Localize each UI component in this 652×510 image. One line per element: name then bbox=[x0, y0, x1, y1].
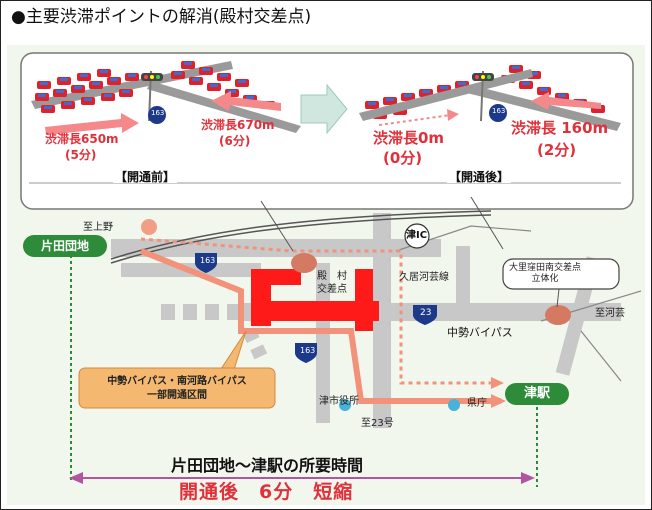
label-pref-office: 県庁 bbox=[467, 398, 487, 409]
car-window bbox=[522, 82, 530, 85]
label-tsu-ic: 津IC bbox=[406, 230, 428, 241]
car-window bbox=[228, 90, 236, 93]
after-road-scene bbox=[359, 69, 621, 131]
route-shield-after-label: 163 bbox=[492, 107, 506, 115]
shield-23 bbox=[413, 305, 437, 325]
queue-arrow-right-after bbox=[531, 92, 601, 110]
car-window bbox=[84, 98, 92, 101]
car-window bbox=[80, 74, 88, 77]
label-ohsato: 大里窪田南交差点 立体化 bbox=[509, 263, 582, 285]
travel-time-title: 片田団地～津駅の所要時間 bbox=[171, 456, 364, 475]
after-right-queue-time: (2分) bbox=[537, 141, 577, 159]
after-left-queue-time: (0分) bbox=[383, 149, 423, 167]
shield-163-south bbox=[295, 343, 317, 363]
label-tonomura: 殿 村 交差点 bbox=[317, 271, 347, 295]
car-window bbox=[104, 94, 112, 97]
shield-163-north-label: 163 bbox=[200, 256, 216, 265]
route-new bbox=[139, 248, 501, 404]
car-window bbox=[422, 90, 430, 93]
route-shield-before bbox=[148, 106, 166, 124]
pref-office-marker bbox=[448, 399, 460, 411]
car-window bbox=[92, 82, 100, 85]
car-window bbox=[40, 82, 48, 85]
transition-arrow bbox=[300, 83, 348, 135]
tsu-ic-marker bbox=[404, 223, 430, 249]
car-window bbox=[530, 72, 538, 75]
before-caption: 【開通前】 bbox=[113, 170, 178, 184]
page-title: ●主要渋滞ポイントの解消(殿村交差点) bbox=[11, 7, 312, 27]
car-window bbox=[110, 78, 118, 81]
start-node bbox=[141, 219, 157, 235]
travel-time-result: 開通後 6分 短縮 bbox=[179, 481, 354, 503]
bypass-callout-text: 中勢バイパス・南河路バイパス 一部開通区間 bbox=[107, 376, 247, 401]
shield-23-label: 23 bbox=[420, 308, 432, 318]
route-shield-before-label: 163 bbox=[151, 109, 165, 117]
cars-before bbox=[35, 61, 275, 113]
car-window bbox=[246, 96, 254, 99]
car-window bbox=[122, 90, 130, 93]
queue-arrow-right-before bbox=[211, 91, 281, 111]
car-window bbox=[64, 102, 72, 105]
goal-badge: 津駅 bbox=[505, 383, 569, 405]
car-window bbox=[512, 66, 520, 69]
bypass-callout-box bbox=[78, 367, 276, 409]
car-window bbox=[60, 78, 68, 81]
car-window bbox=[38, 94, 46, 97]
ohsato-intersection bbox=[545, 305, 571, 325]
car-window bbox=[202, 68, 210, 71]
car-window bbox=[100, 70, 108, 73]
car-window bbox=[540, 88, 548, 91]
car-window bbox=[238, 80, 246, 83]
after-caption: 【開通後】 bbox=[447, 170, 512, 184]
route-shield-after bbox=[489, 104, 507, 122]
car-window bbox=[440, 86, 448, 89]
shield-163-south-label: 163 bbox=[300, 346, 316, 355]
city-hall-marker bbox=[339, 399, 351, 411]
car-window bbox=[192, 78, 200, 81]
car-window bbox=[558, 94, 566, 97]
car-window bbox=[458, 82, 466, 85]
before-right-queue-length: 渋滞長670m bbox=[201, 118, 275, 132]
car-window bbox=[44, 106, 52, 109]
car-window bbox=[174, 72, 182, 75]
car-window bbox=[74, 86, 82, 89]
ohsato-callout-box bbox=[502, 258, 620, 290]
after-left-queue-length: 渋滞長0m bbox=[373, 129, 445, 147]
car-window bbox=[368, 102, 376, 105]
before-left-queue-length: 渋滞長650m bbox=[45, 132, 119, 146]
car-window bbox=[404, 94, 412, 97]
label-to-kamino: 至上野 bbox=[83, 222, 113, 233]
car-window bbox=[386, 98, 394, 101]
road-dashed-south bbox=[242, 328, 270, 364]
car-window bbox=[210, 84, 218, 87]
railway bbox=[110, 210, 492, 260]
before-right-queue-time: (6分) bbox=[219, 134, 251, 148]
label-to-route-23: 至23号 bbox=[361, 418, 394, 429]
queue-arrow-left-after bbox=[378, 114, 452, 126]
new-bypass-horizontal bbox=[251, 301, 379, 321]
tonomura-intersection bbox=[291, 253, 317, 273]
car-window bbox=[220, 74, 228, 77]
car-window bbox=[128, 74, 136, 77]
label-to-kawage: 至河芸 bbox=[595, 308, 625, 319]
start-badge: 片田団地 bbox=[23, 235, 107, 257]
queue-arrow-left-before bbox=[45, 113, 139, 135]
label-city-hall: 津市役所 bbox=[319, 396, 359, 407]
car-window bbox=[184, 62, 192, 65]
route-old bbox=[140, 237, 496, 385]
before-left-queue-time: (5分) bbox=[65, 148, 97, 162]
label-kusui-line: 久居河芸線 bbox=[399, 272, 449, 283]
shield-163-north bbox=[195, 253, 217, 273]
after-right-queue-length: 渋滞長 160m bbox=[511, 119, 609, 137]
label-chusei-bypass: 中勢バイパス bbox=[447, 326, 513, 339]
car-window bbox=[56, 90, 64, 93]
